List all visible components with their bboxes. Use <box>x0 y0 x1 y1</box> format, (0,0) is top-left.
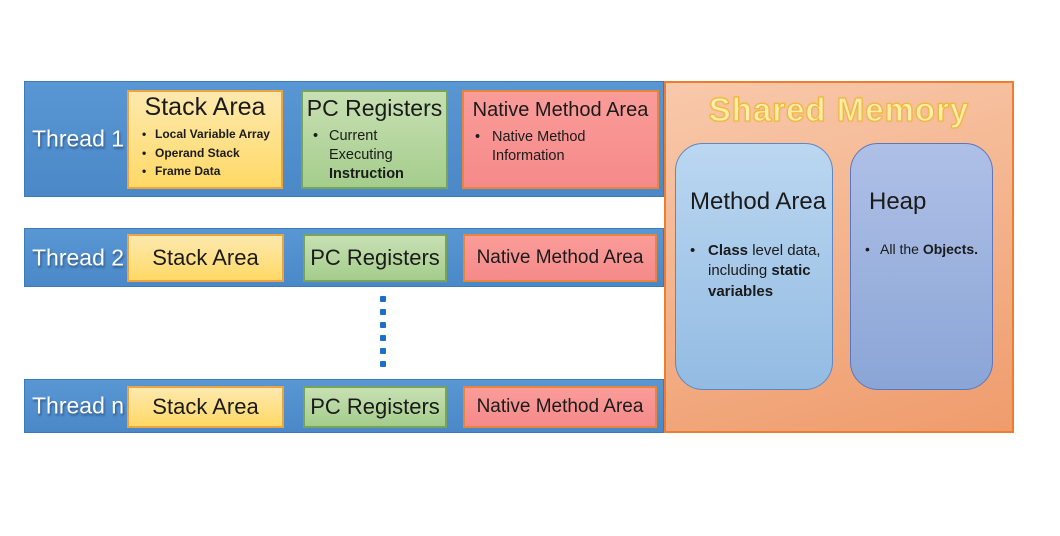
dot <box>380 296 386 302</box>
shared-memory-title: Shared Memory <box>708 90 970 128</box>
stack-area-title: Stack Area <box>152 394 259 419</box>
dot <box>380 309 386 315</box>
pc-registers-bullet: Current Executing Instruction <box>313 127 442 184</box>
bullet-item: Operand Stack <box>141 144 279 163</box>
bullet-item: Frame Data <box>141 162 279 181</box>
stack-area-box-thread-1: Stack Area Local Variable Array Operand … <box>127 90 283 189</box>
pc-registers-box-thread-1: PC Registers Current Executing Instructi… <box>301 90 448 189</box>
native-method-area-box-thread-1: Native Method Area Native Method Informa… <box>462 90 659 189</box>
pc-registers-title: PC Registers <box>306 95 443 121</box>
dot <box>380 348 386 354</box>
thread-1-row: Thread 1 Stack Area Local Variable Array… <box>24 81 664 197</box>
thread-2-label: Thread 2 <box>32 244 125 270</box>
method-area-title: Method Area <box>690 188 827 215</box>
thread-2-row: Thread 2 Stack Area PC Registers Native … <box>24 228 664 287</box>
thread-n-label: Thread n <box>32 392 125 419</box>
native-method-area-title: Native Method Area <box>476 396 644 417</box>
stack-area-title: Stack Area <box>144 93 266 121</box>
stack-area-bullet-list: Local Variable Array Operand Stack Frame… <box>129 125 281 181</box>
shared-memory-panel: Shared Memory Method Area Class level da… <box>664 81 1014 433</box>
heap-box: Heap All the Objects. <box>850 143 993 390</box>
bullet-item: Local Variable Array <box>141 125 279 144</box>
continuation-dots <box>380 296 387 374</box>
heap-bullet: All the Objects. <box>865 240 987 259</box>
native-method-area-title: Native Method Area <box>472 99 649 121</box>
method-area-box: Method Area Class level data, including … <box>675 143 833 390</box>
stack-area-box-thread-2: Stack Area <box>127 234 284 282</box>
native-method-area-box-thread-n: Native Method Area <box>463 386 657 428</box>
pc-registers-title: PC Registers <box>310 245 440 270</box>
heap-title: Heap <box>869 188 927 215</box>
pc-registers-box-thread-2: PC Registers <box>303 234 447 282</box>
stack-area-title: Stack Area <box>152 245 259 270</box>
pc-registers-box-thread-n: PC Registers <box>303 386 447 428</box>
pc-registers-title: PC Registers <box>310 394 440 419</box>
method-area-bullet: Class level data, including static varia… <box>690 241 827 302</box>
native-method-area-title: Native Method Area <box>476 247 644 268</box>
stack-area-box-thread-n: Stack Area <box>127 386 284 428</box>
thread-n-row: Thread n Stack Area PC Registers Native … <box>24 379 664 433</box>
thread-1-label: Thread 1 <box>32 125 125 152</box>
dot <box>380 322 386 328</box>
native-method-area-box-thread-2: Native Method Area <box>463 234 657 282</box>
native-method-area-bullet: Native Method Information <box>475 128 651 166</box>
dot <box>380 361 386 367</box>
dot <box>380 335 386 341</box>
